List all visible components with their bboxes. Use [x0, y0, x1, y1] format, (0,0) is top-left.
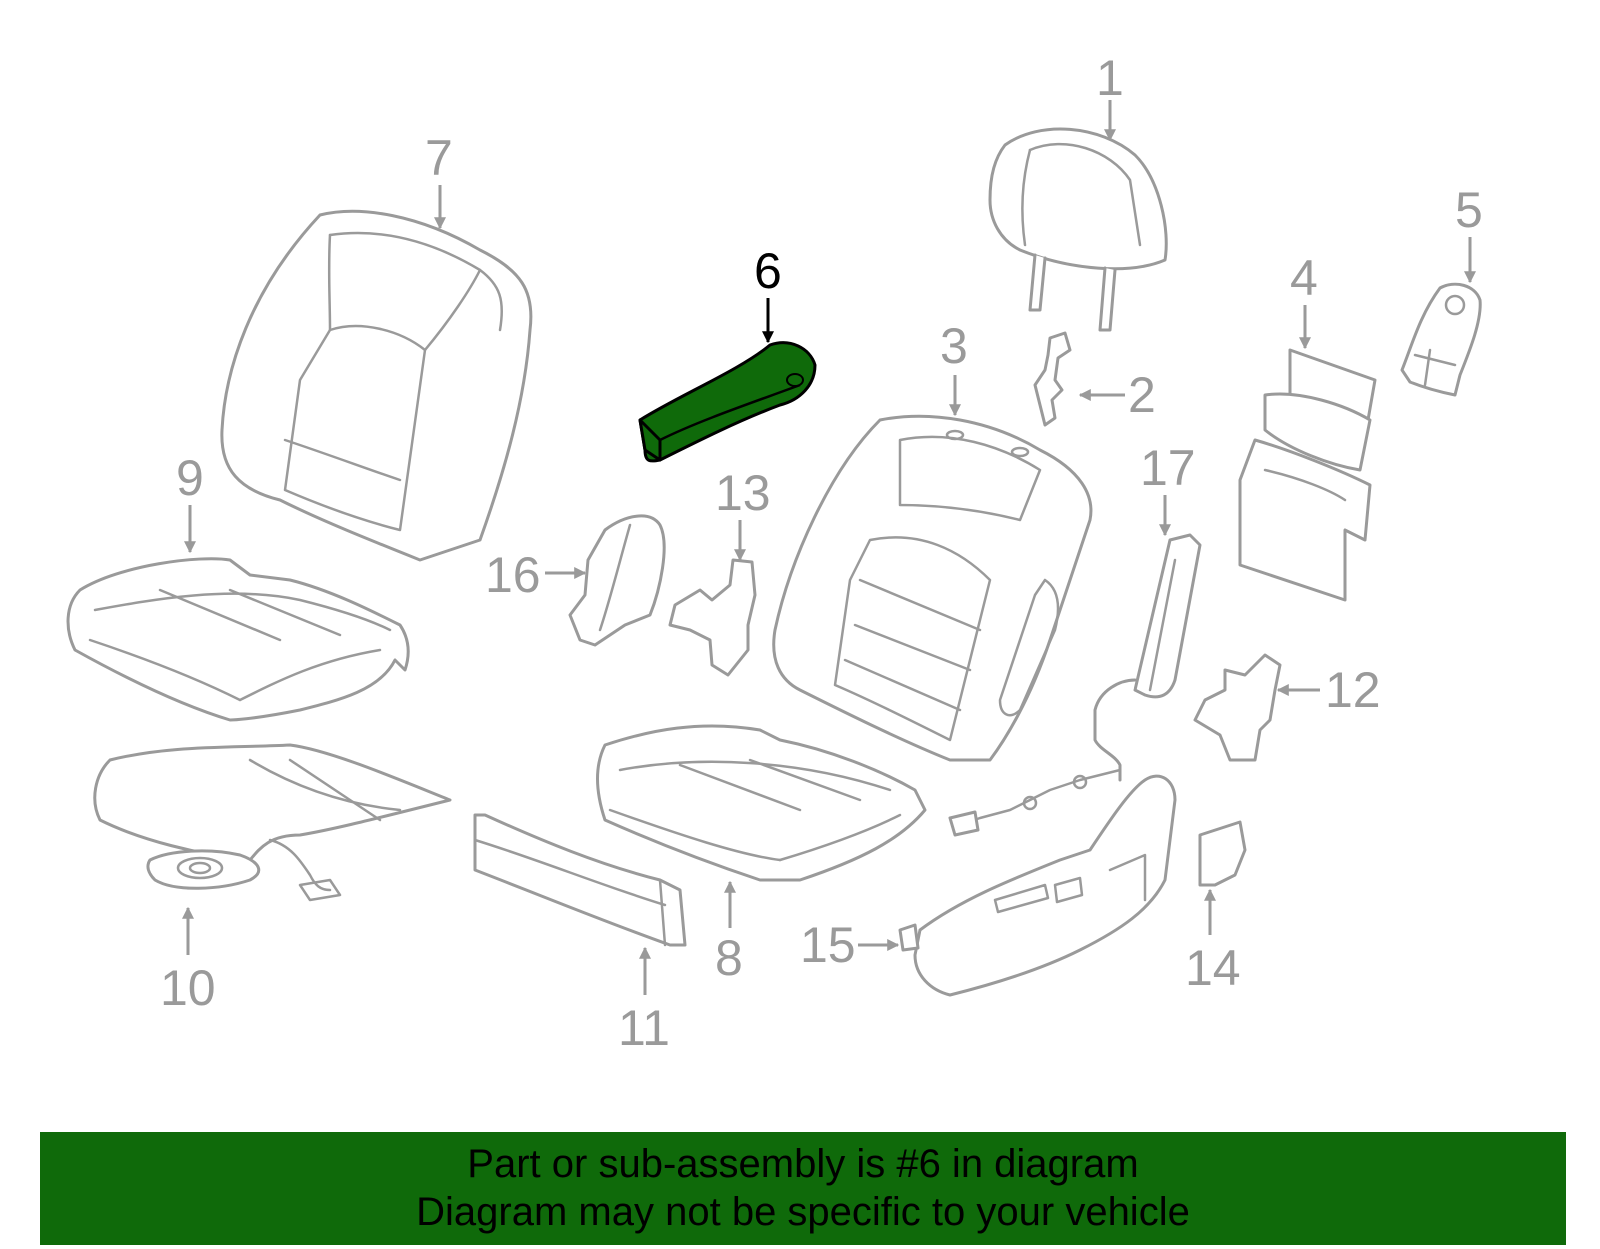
wire-harness[interactable] [948, 768, 1122, 837]
callout-14: 14 [1185, 940, 1241, 996]
part-9-seat-cushion-cover[interactable] [66, 557, 410, 722]
callout-10: 10 [160, 960, 216, 1016]
callout-11: 11 [618, 1000, 670, 1056]
part-10-cushion-pad[interactable] [93, 743, 452, 902]
part-1-headrest[interactable] [988, 127, 1168, 332]
callout-arrows [182, 100, 1476, 995]
banner-line-1: Part or sub-assembly is #6 in diagram [467, 1142, 1139, 1186]
part-15-side-trim[interactable] [898, 774, 1177, 997]
banner-line-2: Diagram may not be specific to your vehi… [416, 1190, 1190, 1234]
part-17-side-shield[interactable] [1093, 533, 1202, 782]
callout-4: 4 [1290, 250, 1318, 306]
part-6-armrest[interactable] [638, 341, 817, 463]
callout-7: 7 [425, 130, 453, 186]
callout-17: 17 [1140, 440, 1196, 496]
part-7-seat-back-cover[interactable] [220, 209, 533, 562]
callout-15: 15 [800, 917, 856, 973]
callout-6: 6 [754, 243, 782, 299]
callout-9: 9 [176, 450, 204, 506]
part-11-trim-cover[interactable] [473, 813, 687, 947]
callout-8: 8 [715, 930, 743, 986]
part-5-switch[interactable] [1400, 282, 1482, 397]
callout-12: 12 [1325, 662, 1381, 718]
callout-labels: 1 2 3 4 5 6 7 8 9 10 11 12 13 14 15 16 1… [160, 50, 1483, 1056]
part-12-bracket[interactable] [1193, 653, 1282, 762]
callout-1: 1 [1096, 50, 1124, 106]
part-4-back-panel[interactable] [1238, 348, 1377, 602]
callout-2: 2 [1128, 367, 1156, 423]
part-16-bracket[interactable] [568, 514, 666, 647]
callout-3: 3 [940, 318, 968, 374]
part-2-headrest-guide[interactable] [1033, 331, 1072, 427]
part-3-front-seatback-cover[interactable] [772, 414, 1093, 762]
seat-parts-diagram: 1 2 3 4 5 6 7 8 9 10 11 12 13 14 15 16 1… [66, 50, 1483, 1056]
part-8-front-cushion-cover[interactable] [596, 724, 927, 882]
part-14-cover[interactable] [1198, 820, 1247, 887]
callout-13: 13 [715, 465, 771, 521]
callout-16: 16 [485, 547, 541, 603]
part-info-banner: Part or sub-assembly is #6 in diagram Di… [40, 1132, 1566, 1245]
part-13-bracket[interactable] [668, 558, 757, 677]
callout-5: 5 [1455, 182, 1483, 238]
